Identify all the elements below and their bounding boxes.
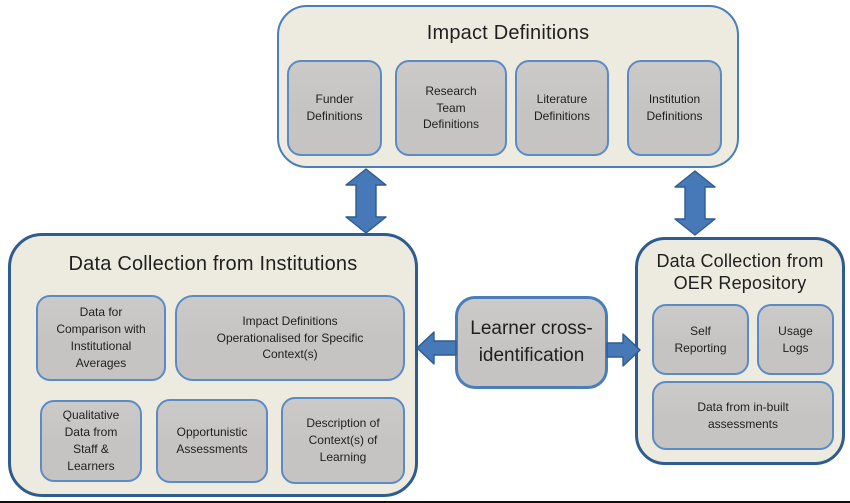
bidirectional-arrow-impact-institutions-icon [345,168,387,234]
institutions-title: Data Collection from Institutions [68,253,358,275]
impact-definitions-title: Impact Definitions [426,22,590,44]
learner-cross-identification-label: Learner cross- identification [470,317,593,366]
item-description-of-contexts-label: Description of Context(s) of Learning [306,416,380,464]
item-qualitative-data: Qualitative Data from Staff & Learners [40,400,142,482]
item-data-for-comparison: Data for Comparison with Institutional A… [36,295,166,381]
item-usage-logs: Usage Logs [757,304,834,375]
item-impact-definitions-operationalised: Impact Definitions Operationalised for S… [175,295,405,381]
item-research-team-definitions-label: Research Team Definitions [422,83,480,132]
item-opportunistic-assessments: Opportunistic Assessments [156,399,268,483]
impact-definitions-group: Impact Definitions Funder Definitions Re… [277,5,739,168]
oer-repository-title: Data Collection from OER Repository [656,251,824,293]
figure-bottom-border [0,501,850,503]
learner-cross-identification-box: Learner cross- identification [455,296,608,389]
item-funder-definitions-label: Funder Definitions [306,92,363,123]
item-literature-definitions-label: Literature Definitions [533,92,591,123]
left-arrow-learner-to-institutions-icon [416,331,457,365]
bidirectional-arrow-impact-oer-icon [674,170,716,236]
item-self-reporting-label: Self Reporting [674,323,727,355]
right-arrow-learner-to-oer-icon [606,333,641,367]
item-self-reporting: Self Reporting [652,304,749,375]
item-literature-definitions: Literature Definitions [515,60,609,156]
item-institution-definitions: Institution Definitions [627,60,722,156]
item-data-from-inbuilt-assessments-label: Data from in-built assessments [697,399,789,431]
item-data-for-comparison-label: Data for Comparison with Institutional A… [56,305,146,370]
institutions-group: Data Collection from Institutions Data f… [8,233,418,497]
item-funder-definitions: Funder Definitions [287,60,382,156]
item-impact-definitions-operationalised-label: Impact Definitions Operationalised for S… [216,313,364,362]
item-usage-logs-label: Usage Logs [778,323,813,355]
item-description-of-contexts: Description of Context(s) of Learning [281,397,405,484]
oer-repository-group: Data Collection from OER Repository Self… [635,237,845,465]
item-opportunistic-assessments-label: Opportunistic Assessments [176,425,248,456]
item-qualitative-data-label: Qualitative Data from Staff & Learners [62,408,120,473]
item-institution-definitions-label: Institution Definitions [646,92,703,123]
item-research-team-definitions: Research Team Definitions [395,60,507,156]
item-data-from-inbuilt-assessments: Data from in-built assessments [652,381,834,450]
